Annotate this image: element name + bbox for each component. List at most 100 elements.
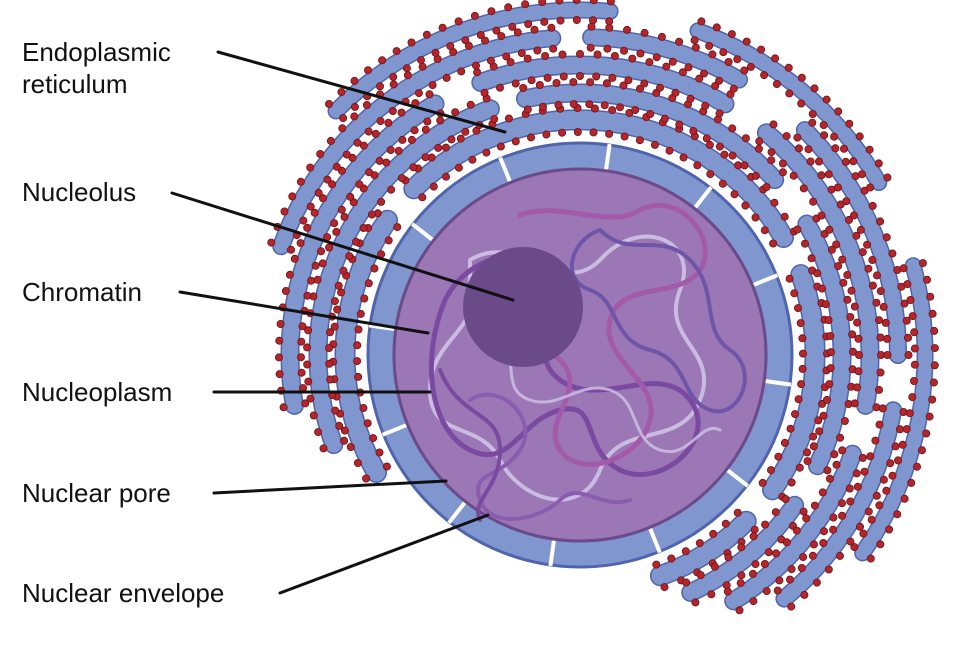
ribosome	[681, 547, 690, 556]
ribosome	[874, 159, 883, 168]
er-cisterna	[336, 211, 397, 482]
ribosome	[313, 275, 322, 284]
ribosome	[668, 57, 677, 66]
ribosome	[881, 318, 890, 327]
er-cisterna	[763, 265, 824, 499]
ribosome	[678, 68, 687, 77]
ribosome	[834, 262, 843, 271]
ribosome	[715, 109, 724, 118]
ribosome	[740, 66, 749, 75]
ribosome	[891, 442, 900, 451]
er-cisterna	[404, 111, 793, 247]
ribosome	[707, 590, 716, 599]
label-endoplasmic-reticulum: Endoplasmic reticulum	[22, 36, 171, 100]
ribosome	[340, 426, 349, 435]
ribosome	[461, 127, 470, 136]
ribosome	[330, 297, 339, 306]
ribosome	[337, 288, 346, 297]
label-nuclear-pore: Nuclear pore	[22, 478, 171, 508]
ribosome	[910, 344, 919, 353]
ribosome	[751, 560, 760, 569]
nuclear-pore	[692, 185, 713, 210]
ribosome	[542, 130, 551, 139]
ribosome	[922, 429, 931, 438]
ribosome	[693, 161, 702, 170]
ribosome	[274, 353, 283, 362]
ribosome	[686, 94, 695, 103]
ribosome	[785, 274, 794, 283]
ribosome	[773, 586, 782, 595]
ribosome	[846, 312, 855, 321]
er-cisterna	[310, 100, 499, 453]
ribosome	[690, 36, 699, 45]
ribosome	[423, 117, 432, 126]
ribosome	[728, 124, 737, 133]
ribosome	[830, 132, 839, 141]
label-er-line1: Endoplasmic	[22, 37, 171, 67]
ribosome	[818, 284, 827, 293]
ribosome	[815, 157, 824, 166]
ribosome	[851, 172, 860, 181]
ribosome	[533, 46, 542, 55]
ribosome	[893, 510, 902, 519]
ribosome	[718, 179, 727, 188]
ribosome	[715, 76, 724, 85]
ribosome	[819, 539, 828, 548]
ribosome	[323, 175, 332, 184]
ribosome	[910, 360, 919, 369]
ribosome	[835, 551, 844, 560]
ribosome	[589, 0, 598, 5]
ribosome	[558, 128, 567, 137]
er-cisterna	[517, 84, 783, 188]
ribosome	[576, 72, 585, 81]
ribosome	[799, 507, 808, 516]
ribosome	[708, 50, 717, 59]
ribosome	[883, 350, 892, 359]
ribosome	[926, 292, 935, 301]
ribosome	[359, 403, 368, 412]
ribosome	[899, 264, 908, 273]
ribosome	[907, 478, 916, 487]
ribosome	[298, 322, 307, 331]
ribosome	[384, 236, 393, 245]
ribosome	[275, 336, 284, 345]
ribosome	[808, 551, 817, 560]
ribosome	[808, 118, 817, 127]
ribosome	[351, 237, 360, 246]
ribosome	[797, 564, 806, 573]
nuclear-pore	[647, 526, 662, 554]
ribosome	[772, 80, 781, 89]
ribosome	[402, 64, 411, 73]
ribosome	[856, 522, 865, 531]
ribosome	[332, 162, 341, 171]
nuclear-pore	[603, 143, 612, 172]
ribosome	[767, 148, 776, 157]
ribosome	[787, 565, 796, 574]
ribosome	[780, 438, 789, 447]
ribosome	[279, 403, 288, 412]
ribosome	[800, 590, 809, 599]
ribosome	[810, 501, 819, 510]
ribosome	[875, 316, 884, 325]
er-cisterna	[329, 2, 618, 118]
ribosome	[879, 302, 888, 311]
ribosome	[918, 446, 927, 455]
ribosome	[823, 466, 832, 475]
ribosome	[371, 129, 380, 138]
ribosome	[850, 399, 859, 408]
ribosome	[709, 529, 718, 538]
ribosome	[527, 76, 536, 85]
ribosome	[876, 287, 885, 296]
ribosome	[496, 142, 505, 151]
ribosome	[902, 316, 911, 325]
ribosome	[350, 102, 359, 111]
ribosome	[898, 440, 907, 449]
ribosome	[873, 271, 882, 280]
ribosome	[864, 507, 873, 516]
ribosome	[866, 554, 875, 563]
ribosome	[852, 469, 861, 478]
ribosome	[790, 289, 799, 298]
ribosome	[324, 100, 333, 109]
ribosome	[721, 519, 730, 528]
ribosome	[325, 343, 334, 352]
